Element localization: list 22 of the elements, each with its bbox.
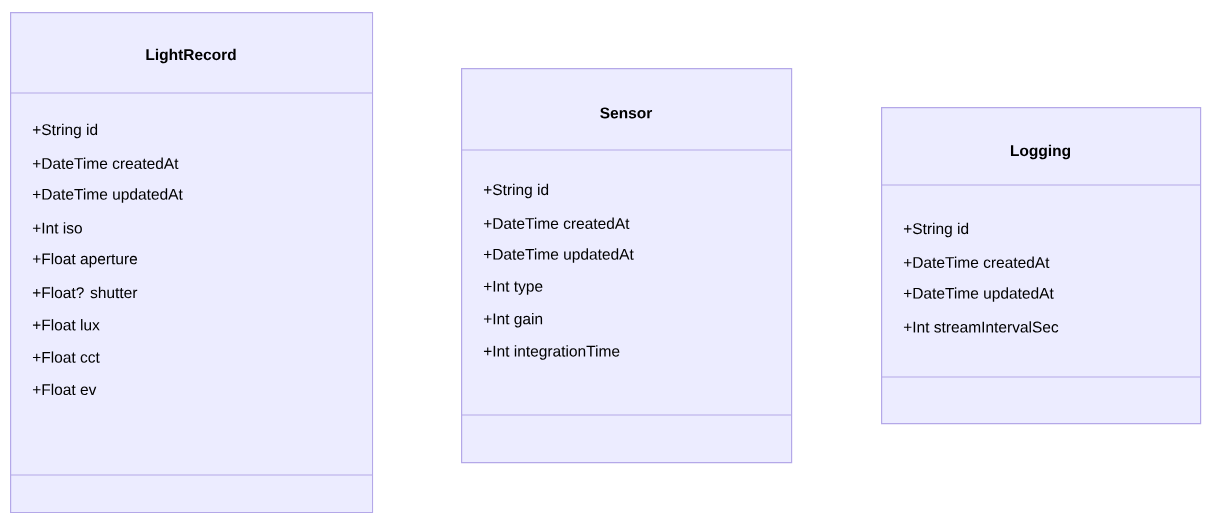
- attribute-text: +Int gain: [483, 312, 543, 328]
- attribute-text: +String id: [903, 222, 969, 238]
- class-name: Logging: [1011, 144, 1071, 160]
- attribute-text: +DateTime createdAt: [483, 217, 630, 229]
- attribute-text: +DateTime updatedAt: [483, 248, 634, 263]
- attribute-text: +DateTime updatedAt: [903, 287, 1054, 302]
- class-name: Sensor: [600, 107, 653, 119]
- attribute-text: +Int integrationTime: [483, 345, 620, 360]
- attribute-text: +Int streamIntervalSec: [903, 321, 1059, 333]
- attribute-text: +Float aperture: [32, 252, 138, 268]
- attribute-text: +String id: [32, 123, 98, 139]
- attribute-text: +DateTime createdAt: [903, 256, 1050, 268]
- attribute-text: +DateTime updatedAt: [32, 188, 183, 203]
- class-name: LightRecord: [146, 48, 236, 64]
- attribute-text: +Float ev: [32, 383, 97, 396]
- attribute-text: +Int iso: [32, 222, 82, 234]
- attribute-text: +String id: [483, 183, 549, 199]
- attribute-text: +Int type: [483, 280, 543, 295]
- attribute-text: +Float lux: [32, 319, 100, 331]
- attribute-text: +Float? shutter: [32, 286, 138, 299]
- attribute-text: +Float cct: [32, 351, 100, 363]
- attribute-text: +DateTime createdAt: [32, 157, 179, 169]
